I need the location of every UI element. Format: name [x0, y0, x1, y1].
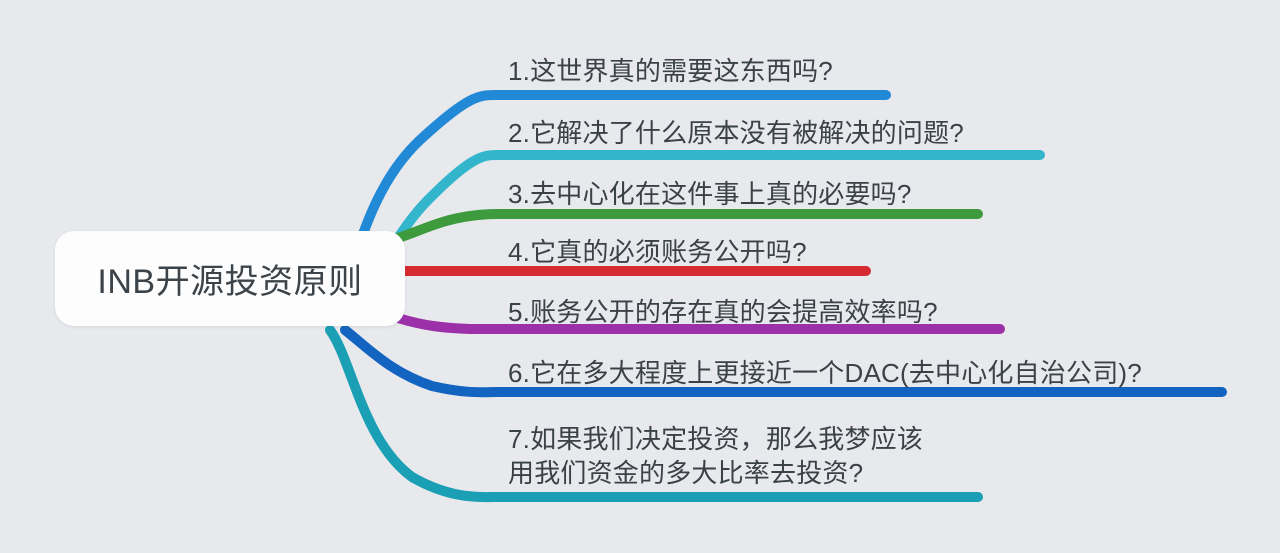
branch-label-1-line1: 1.这世界真的需要这东西吗? [508, 56, 833, 86]
branch-label-2[interactable]: 2.它解决了什么原本没有被解决的问题? [508, 116, 964, 150]
branch-label-7-line2: 用我们资金的多大比率去投资? [508, 458, 864, 488]
branch-label-4-line1: 4.它真的必须账务公开吗? [508, 237, 807, 267]
branch-label-1[interactable]: 1.这世界真的需要这东西吗? [508, 54, 833, 88]
branch-label-7-line1: 7.如果我们决定投资，那么我梦应该 [508, 424, 924, 454]
root-node[interactable]: INB开源投资原则 [55, 231, 405, 326]
branch-curve-3 [393, 209, 983, 243]
branch-label-5-line1: 5.账务公开的存在真的会提高效率吗? [508, 297, 938, 327]
branch-label-5[interactable]: 5.账务公开的存在真的会提高效率吗? [508, 295, 938, 329]
branch-curve-5 [393, 313, 1005, 334]
branch-label-6[interactable]: 6.它在多大程度上更接近一个DAC(去中心化自治公司)? [508, 356, 1142, 390]
root-node-label: INB开源投资原则 [97, 263, 363, 301]
branch-label-2-line1: 2.它解决了什么原本没有被解决的问题? [508, 118, 964, 148]
branch-label-3-line1: 3.去中心化在这件事上真的必要吗? [508, 179, 912, 209]
branch-label-6-line1: 6.它在多大程度上更接近一个DAC(去中心化自治公司)? [508, 358, 1142, 388]
branch-curve-7 [325, 325, 983, 503]
branch-curve-6 [340, 325, 1227, 398]
branch-label-3[interactable]: 3.去中心化在这件事上真的必要吗? [508, 177, 912, 211]
branch-label-4[interactable]: 4.它真的必须账务公开吗? [508, 235, 807, 269]
branch-label-7[interactable]: 7.如果我们决定投资，那么我梦应该 用我们资金的多大比率去投资? [508, 422, 923, 490]
